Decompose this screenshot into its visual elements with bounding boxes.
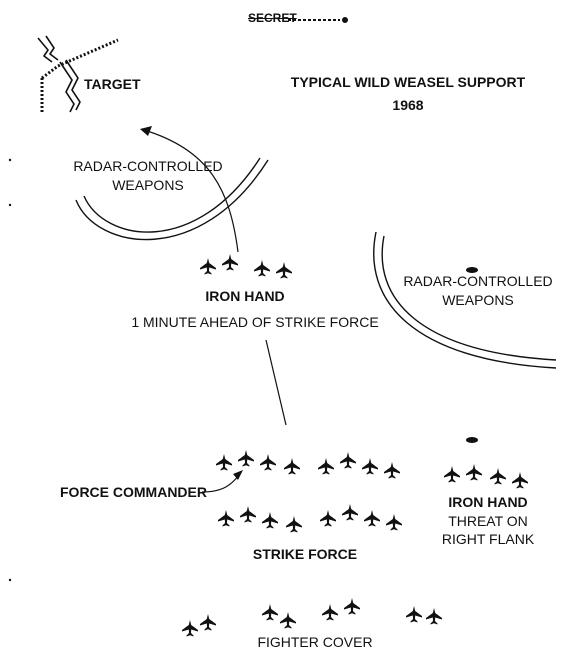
radar-arc-right-outer xyxy=(373,231,557,369)
fighter-cover-label: FIGHTER COVER xyxy=(257,634,373,650)
edge-mark xyxy=(8,158,12,162)
aircraft-layer xyxy=(182,254,528,637)
classification-header: SECRET xyxy=(248,11,297,25)
aircraft-icon xyxy=(364,510,380,527)
aircraft-icon xyxy=(218,510,234,527)
radar-left-label-line2: WEAPONS xyxy=(112,177,184,193)
redaction-blot-lower xyxy=(466,437,478,443)
aircraft-icon xyxy=(344,598,360,615)
aircraft-icon xyxy=(262,604,278,621)
aircraft-icon xyxy=(238,450,254,467)
aircraft-icon xyxy=(426,608,442,625)
aircraft-icon xyxy=(284,458,300,475)
aircraft-icon xyxy=(322,604,338,621)
aircraft-icon xyxy=(286,516,302,533)
aircraft-icon xyxy=(444,466,460,483)
aircraft-icon xyxy=(280,612,296,629)
aircraft-icon xyxy=(386,514,402,531)
radar-right-label-line2: WEAPONS xyxy=(442,292,514,308)
aircraft-icon xyxy=(318,458,334,475)
edge-mark xyxy=(8,203,12,207)
attack-path-arrow xyxy=(143,129,239,253)
aircraft-icon xyxy=(254,260,270,277)
target-label: TARGET xyxy=(84,76,141,92)
aircraft-icon xyxy=(262,512,278,529)
attack-path-arrowhead xyxy=(140,126,152,136)
radar-arc-left-inner xyxy=(83,157,261,233)
iron-hand-lead-label: IRON HAND xyxy=(205,288,285,304)
edge-mark xyxy=(8,578,12,582)
target-sketch-icon xyxy=(37,35,119,113)
diagram-title: TYPICAL WILD WEASEL SUPPORT xyxy=(290,74,526,90)
diagram-year: 1968 xyxy=(392,97,424,113)
aircraft-icon xyxy=(466,464,482,481)
radar-arc-right-inner xyxy=(381,235,557,361)
threat-label-line2: RIGHT FLANK xyxy=(441,531,535,547)
aircraft-icon xyxy=(200,614,216,631)
redaction-dot xyxy=(342,17,348,23)
radar-right-label-line1: RADAR-CONTROLLED xyxy=(403,273,553,289)
aircraft-icon xyxy=(240,506,256,523)
aircraft-icon xyxy=(320,510,336,527)
aircraft-icon xyxy=(200,258,216,275)
aircraft-icon xyxy=(342,504,358,521)
aircraft-icon xyxy=(384,462,400,479)
aircraft-icon xyxy=(362,458,378,475)
iron-hand-flank-label: IRON HAND xyxy=(448,494,528,510)
force-commander-arrow xyxy=(201,473,241,493)
aircraft-icon xyxy=(182,620,198,637)
aircraft-icon xyxy=(276,262,292,279)
aircraft-icon xyxy=(260,454,276,471)
link-line xyxy=(265,339,287,426)
aircraft-icon xyxy=(512,472,528,489)
threat-label-line1: THREAT ON xyxy=(448,513,528,529)
force-commander-arrowhead xyxy=(233,470,243,480)
radar-arc-left-outer xyxy=(75,159,269,241)
aircraft-icon xyxy=(216,454,232,471)
redaction-blot-right xyxy=(466,267,478,273)
radar-left-label-line1: RADAR-CONTROLLED xyxy=(73,158,223,174)
force-commander-label: FORCE COMMANDER xyxy=(60,484,207,500)
iron-hand-lead-note: 1 MINUTE AHEAD OF STRIKE FORCE xyxy=(131,314,379,330)
aircraft-icon xyxy=(340,452,356,469)
aircraft-icon xyxy=(406,606,422,623)
aircraft-icon xyxy=(490,468,506,485)
strike-force-label: STRIKE FORCE xyxy=(252,546,358,562)
aircraft-icon xyxy=(222,254,238,271)
